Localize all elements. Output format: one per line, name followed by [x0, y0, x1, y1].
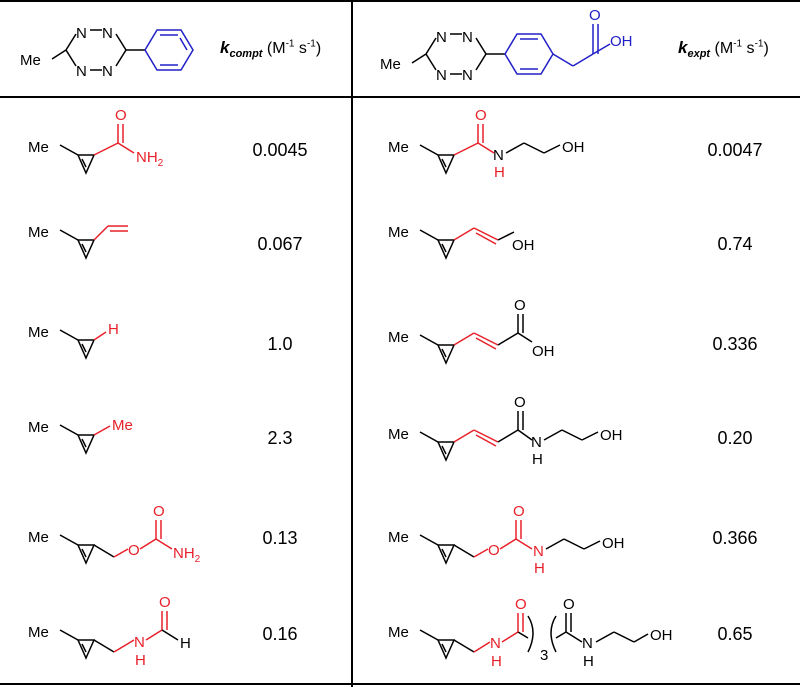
methyl-label: Me: [28, 139, 49, 156]
hydroxyl-label: OH: [600, 427, 623, 444]
k-compt-value: 0.0045: [252, 140, 308, 160]
oxygen-label: O: [563, 596, 575, 613]
oxygen-label: O: [514, 394, 526, 411]
hydroxyl-label: OH: [602, 535, 625, 552]
methyl-label: Me: [380, 56, 401, 73]
k-expt-value: 0.74: [717, 234, 753, 254]
k-compt-header: kcompt (M-1 s-1): [220, 38, 322, 61]
amino-label: NH2: [173, 545, 201, 565]
nitrogen-h-label: H: [534, 560, 545, 577]
methyl-label: Me: [112, 417, 133, 434]
oxygen-label: O: [488, 542, 500, 559]
row-5-right-structure: Me O O N H OH: [388, 503, 625, 577]
nitrogen-label: N: [102, 25, 113, 42]
oxygen-label: O: [128, 542, 140, 559]
nitrogen-label: N: [582, 635, 593, 652]
nitrogen-label: N: [436, 29, 447, 46]
nitrogen-label: N: [493, 147, 504, 164]
methyl-label: Me: [28, 624, 49, 641]
oxygen-label: O: [513, 503, 525, 520]
oxygen-label: O: [159, 594, 171, 611]
methyl-label: Me: [388, 224, 409, 241]
k-expt-value: 0.366: [712, 528, 758, 548]
hydroxyl-label: OH: [512, 237, 535, 254]
k-expt-header: kexpt (M-1 s-1): [678, 38, 769, 61]
hydroxyl-label: OH: [562, 139, 585, 156]
oxygen-label: O: [153, 503, 165, 520]
nitrogen-label: N: [102, 63, 113, 80]
row-1-right-structure: Me O N H OH: [388, 107, 585, 181]
hydroxyl-label: OH: [610, 33, 633, 50]
methyl-label: Me: [20, 52, 41, 69]
methyl-label: Me: [28, 529, 49, 546]
hydrogen-label: H: [180, 635, 191, 652]
k-expt-value: 0.0047: [707, 140, 763, 160]
k-expt-value: 0.336: [712, 334, 758, 354]
methylene-count-label: 3: [540, 647, 548, 664]
nitrogen-h-label: H: [532, 451, 543, 468]
k-compt-value: 0.13: [262, 528, 298, 548]
nitrogen-label: N: [490, 635, 501, 652]
k-compt-value: 0.16: [262, 624, 298, 644]
row-4-right-structure: Me O N H OH: [388, 394, 623, 468]
tetrazine-phenyl-structure: [51, 29, 145, 71]
row-2-left-structure: Me: [28, 224, 128, 259]
row-6-right-structure: Me N H O 3 O N H OH: [388, 596, 673, 670]
nitrogen-label: N: [76, 63, 87, 80]
nitrogen-label: N: [76, 25, 87, 42]
nitrogen-label: N: [462, 29, 473, 46]
row-5-left-structure: Me O O NH2: [28, 503, 201, 565]
methyl-label: Me: [388, 139, 409, 156]
row-3-left-structure: Me H: [28, 321, 119, 359]
methyl-label: Me: [28, 324, 49, 341]
amino-label: NH2: [136, 149, 164, 169]
nitrogen-h-label: H: [491, 653, 502, 670]
k-expt-value: 0.65: [717, 624, 753, 644]
row-3-right-structure: Me O OH: [388, 297, 555, 364]
oxygen-label: O: [475, 107, 487, 124]
oxygen-label: O: [515, 596, 527, 613]
methyl-label: Me: [388, 529, 409, 546]
nitrogen-label: N: [533, 543, 544, 560]
k-expt-value: 0.20: [717, 428, 753, 448]
k-compt-value: 1.0: [267, 334, 293, 354]
k-compt-value: 0.067: [257, 234, 303, 254]
hydrogen-label: H: [108, 321, 119, 338]
oxygen-label: O: [514, 297, 526, 314]
row-4-left-structure: Me Me: [28, 417, 133, 454]
phenyl-ring: [144, 29, 194, 71]
nitrogen-label: N: [531, 434, 542, 451]
oxygen-label: O: [115, 107, 127, 124]
nitrogen-h-label: H: [494, 164, 505, 181]
methyl-label: Me: [388, 426, 409, 443]
methyl-label: Me: [28, 419, 49, 436]
hydroxyl-label: OH: [650, 627, 673, 644]
nitrogen-label: N: [462, 67, 473, 84]
nitrogen-h-label: H: [583, 653, 594, 670]
nitrogen-h-label: H: [135, 652, 146, 669]
methyl-label: Me: [388, 624, 409, 641]
carbonyl-oxygen-label: O: [589, 7, 601, 24]
methyl-label: Me: [388, 329, 409, 346]
hydroxyl-label: OH: [532, 343, 555, 360]
nitrogen-label: N: [134, 634, 145, 651]
nitrogen-label: N: [436, 67, 447, 84]
row-1-left-structure: Me O NH2: [28, 107, 164, 174]
tetrazine-acid-structure: [411, 33, 505, 75]
row-2-right-structure: Me OH: [388, 224, 535, 259]
k-compt-value: 2.3: [267, 428, 293, 448]
row-6-left-structure: Me N H O H: [28, 594, 191, 669]
methyl-label: Me: [28, 224, 49, 241]
aryl-acetic-acid: [504, 24, 611, 75]
